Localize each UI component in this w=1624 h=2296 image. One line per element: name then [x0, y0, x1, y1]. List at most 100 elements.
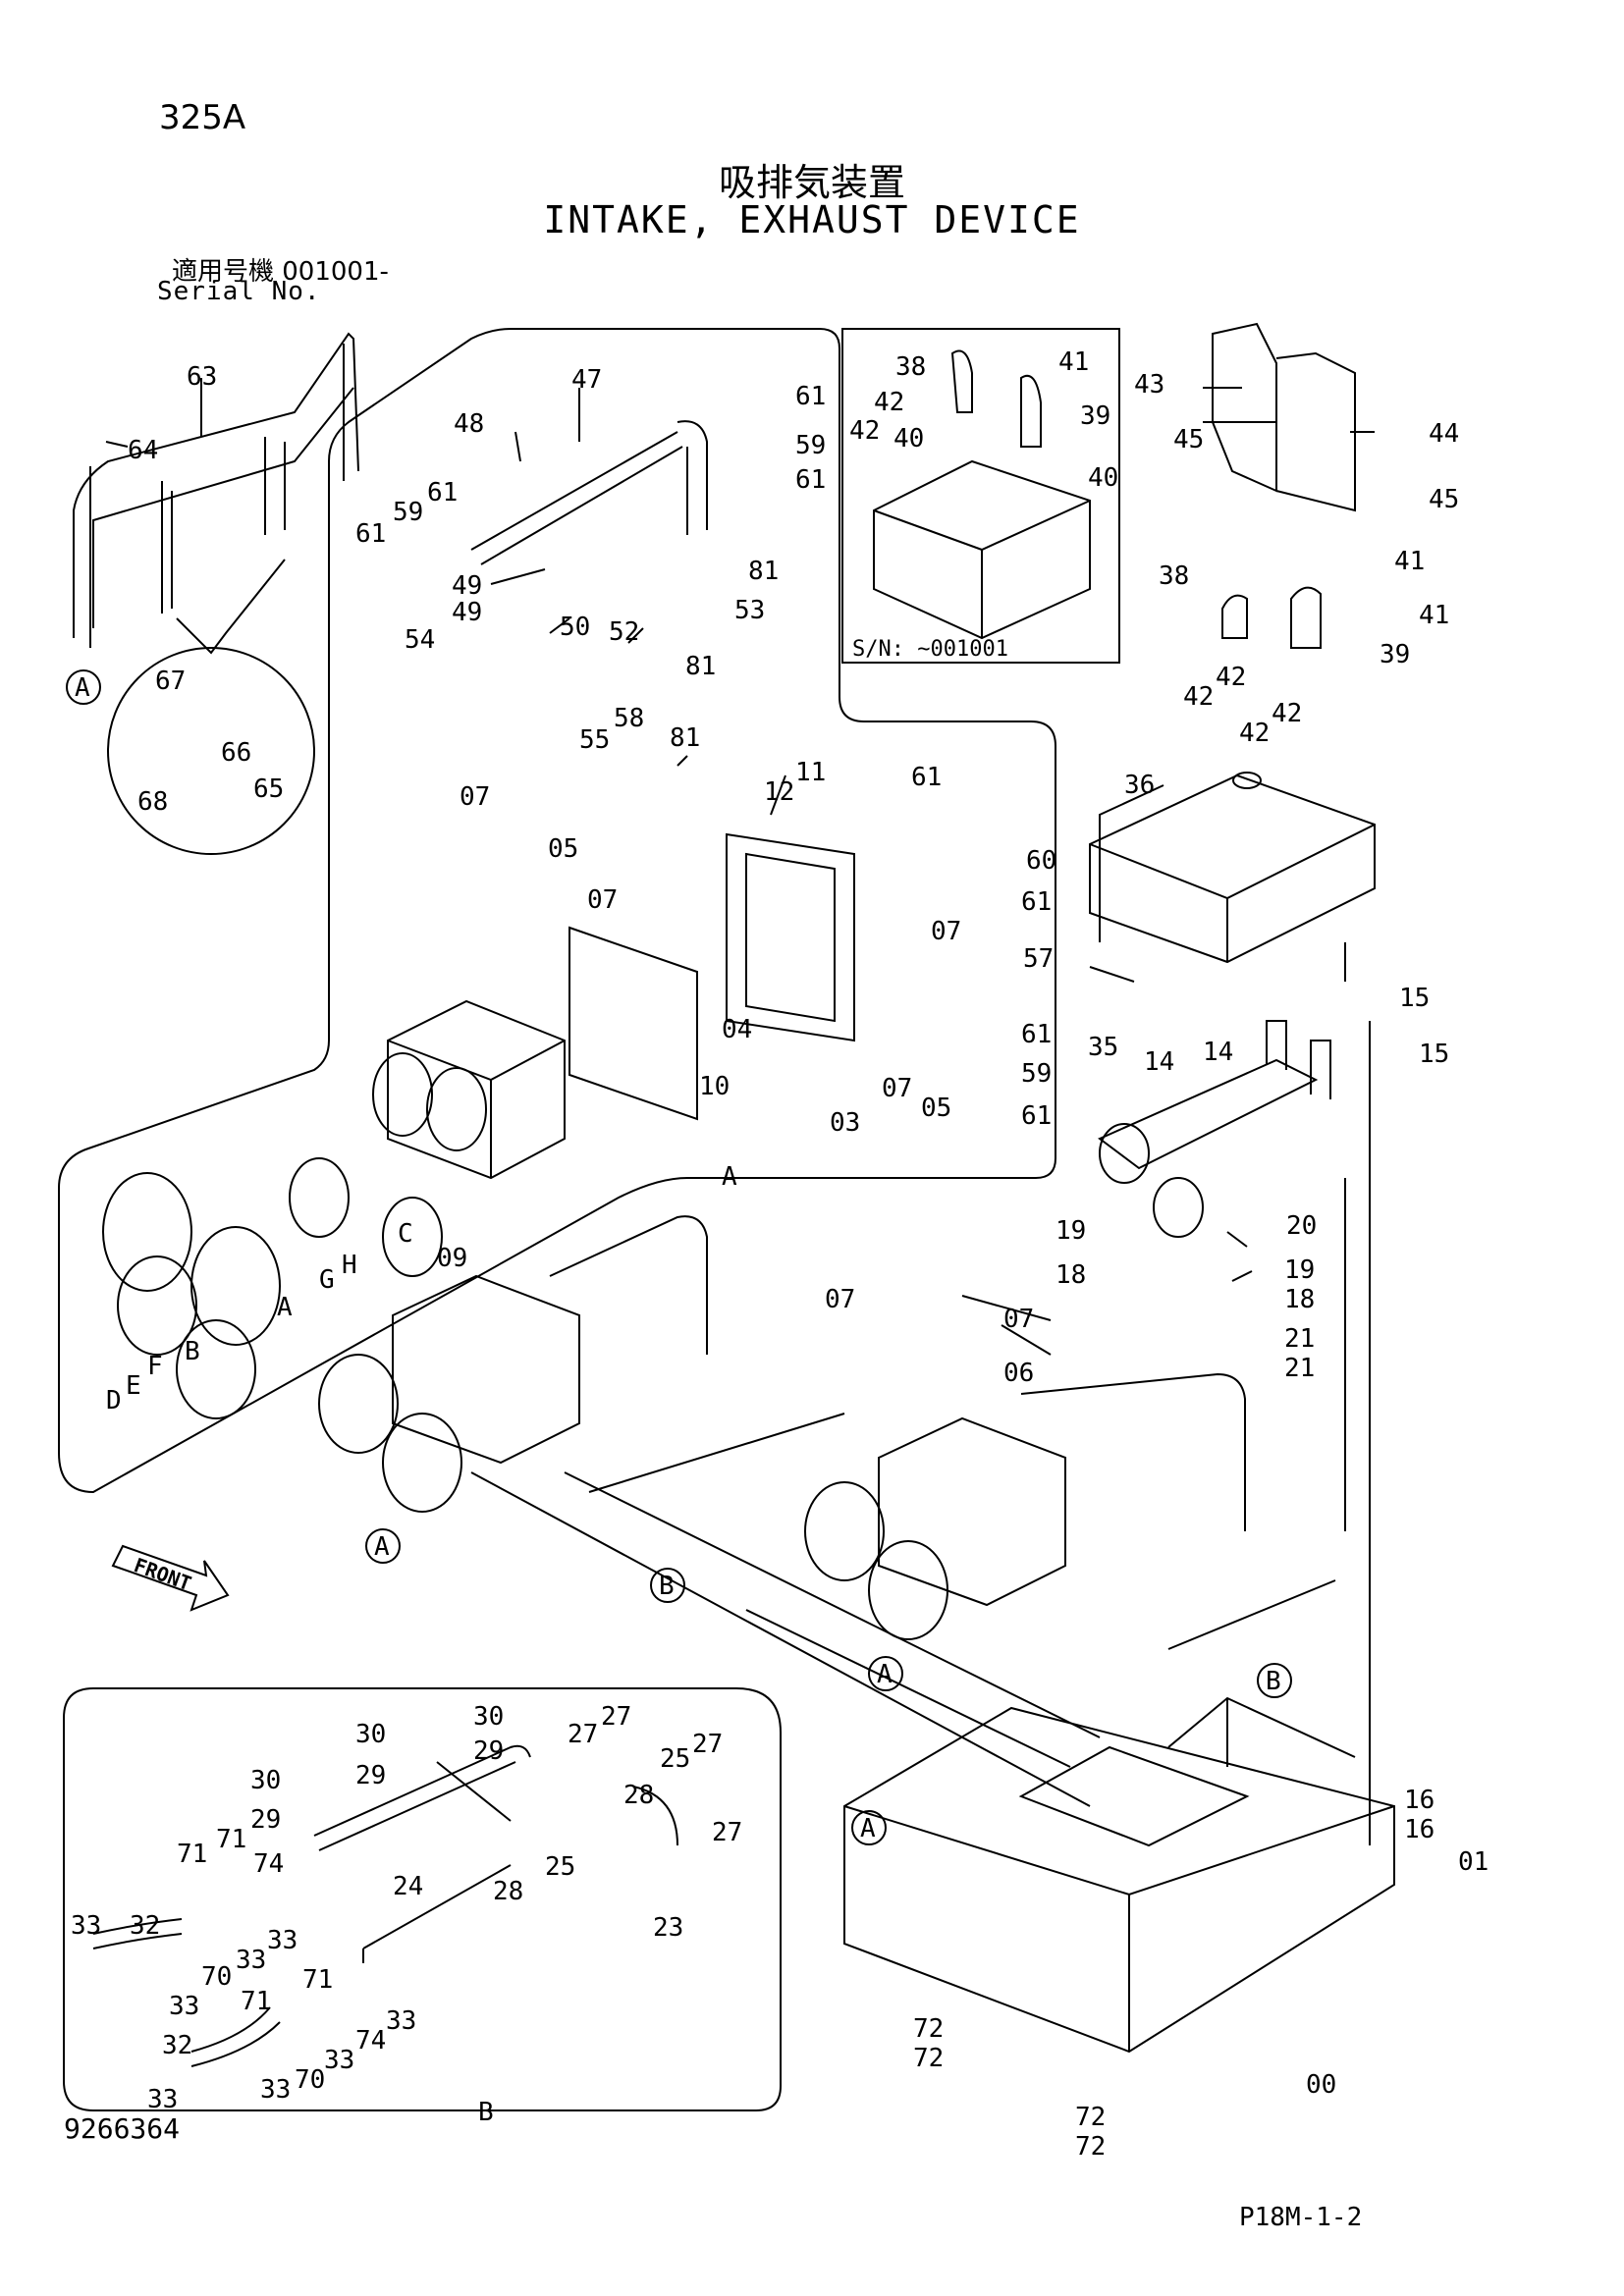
callout-19b: 19: [1284, 1255, 1315, 1285]
ref-a-marker-4: [851, 1810, 887, 1845]
serial-label: Serial No.: [157, 277, 321, 306]
callout-74: 74: [253, 1849, 284, 1879]
sn-muffler: [873, 459, 1091, 640]
callout-21: 21: [1284, 1324, 1315, 1354]
callout-70: 70: [201, 1962, 232, 1992]
callout-29: 29: [355, 1761, 386, 1790]
callout-43: 43: [1134, 370, 1164, 400]
callout-72: 72: [913, 2014, 944, 2044]
sn-inset-box: [841, 328, 1120, 664]
callout-61e: 61: [911, 763, 942, 792]
callout-16b: 16: [1404, 1815, 1435, 1844]
callout-G: G: [319, 1265, 335, 1295]
air-cleaner-lower-left: [392, 1274, 580, 1465]
callout-29c: 29: [250, 1805, 281, 1835]
callout-54: 54: [405, 625, 435, 655]
callout-71c: 71: [302, 1965, 333, 1995]
overhead-pipe: [549, 1215, 1246, 1531]
callout-33h: 33: [147, 2085, 178, 2114]
drawing-number: 9266364: [64, 2112, 181, 2145]
callout-38: 38: [895, 352, 926, 382]
callout-59b: 59: [393, 498, 423, 527]
ref-b-marker-1: [650, 1568, 685, 1603]
callout-52: 52: [609, 617, 639, 647]
callout-72b: 72: [913, 2044, 944, 2073]
callout-07c: 07: [931, 917, 961, 946]
callout-06: 06: [1003, 1359, 1034, 1388]
callout-61d: 61: [355, 519, 386, 549]
callout-28: 28: [623, 1781, 654, 1810]
callout-20: 20: [1286, 1211, 1317, 1241]
callout-07: 07: [460, 782, 490, 812]
callout-42c: 42: [1183, 682, 1214, 712]
callout-A: A: [722, 1162, 737, 1192]
callout-48: 48: [454, 409, 484, 439]
callout-24: 24: [393, 1872, 423, 1901]
callout-F: F: [147, 1352, 163, 1381]
callout-33e: 33: [386, 2006, 416, 2036]
callout-07b: 07: [587, 885, 618, 915]
callout-33c: 33: [236, 1946, 266, 1975]
callout-C: C: [398, 1219, 413, 1249]
callout-15b: 15: [1419, 1040, 1449, 1069]
svg-text:A: A: [75, 673, 90, 703]
callout-40b: 40: [1088, 463, 1118, 493]
callout-74b: 74: [355, 2026, 386, 2056]
main-assembly-outline: [58, 328, 1056, 1494]
callout-67: 67: [155, 667, 186, 696]
callout-10: 10: [699, 1072, 730, 1101]
callout-D: D: [106, 1386, 122, 1415]
bracket-frame: [726, 832, 855, 1042]
callout-07f: 07: [1003, 1305, 1034, 1334]
ref-b-marker-2: [1257, 1663, 1292, 1698]
air-cleaner-lower-right: [878, 1416, 1066, 1607]
callout-45b: 45: [1429, 485, 1459, 514]
callout-30: 30: [355, 1720, 386, 1749]
callout-41c: 41: [1419, 601, 1449, 630]
callout-25b: 25: [545, 1852, 575, 1882]
callout-59: 59: [795, 431, 826, 460]
callout-27d: 27: [712, 1818, 742, 1847]
callout-33b: 33: [267, 1926, 298, 1955]
hose-inset-outline: [63, 1687, 782, 2111]
callout-35: 35: [1088, 1033, 1118, 1062]
callout-18b: 18: [1284, 1285, 1315, 1314]
serial-label-japanese: 適用号機 001001-: [172, 257, 389, 287]
callout-33f: 33: [324, 2046, 354, 2075]
ref-a-marker-3: [868, 1656, 903, 1691]
callout-03: 03: [830, 1108, 860, 1138]
callout-36: 36: [1124, 771, 1155, 800]
callout-11: 11: [795, 758, 826, 787]
silencer-a: [1098, 1058, 1319, 1170]
callout-28b: 28: [493, 1877, 523, 1906]
callout-E: E: [126, 1371, 141, 1401]
base-frame: [843, 1706, 1395, 2054]
callout-14b: 14: [1203, 1038, 1233, 1067]
callout-14: 14: [1144, 1047, 1174, 1077]
callout-05b: 05: [921, 1094, 951, 1123]
callout-27: 27: [568, 1720, 598, 1749]
callout-61h: 61: [1021, 1101, 1052, 1131]
callout-61: 61: [795, 382, 826, 411]
callout-05: 05: [548, 834, 578, 864]
callout-42f: 42: [1272, 699, 1302, 728]
callout-42d: 42: [1216, 663, 1246, 692]
svg-text:B: B: [1266, 1667, 1281, 1696]
callout-33d: 33: [169, 1992, 199, 2021]
page-title: INTAKE, EXHAUST DEVICE: [543, 198, 1081, 241]
callout-41: 41: [1058, 347, 1089, 377]
callout-H: H: [342, 1251, 357, 1280]
callout-41b: 41: [1394, 547, 1425, 576]
callout-29b: 29: [473, 1736, 504, 1766]
callout-71b: 71: [216, 1825, 246, 1854]
callout-33: 33: [71, 1911, 101, 1941]
title-japanese: 吸排気装置: [718, 161, 905, 204]
callout-27b: 27: [601, 1702, 631, 1732]
callout-38b: 38: [1159, 561, 1189, 591]
callout-42e: 42: [1239, 719, 1270, 748]
callout-01: 01: [1458, 1847, 1489, 1877]
callout-81c: 81: [670, 723, 700, 753]
callout-33g: 33: [260, 2075, 291, 2105]
hose-pipe: [313, 1744, 531, 1851]
callout-27c: 27: [692, 1730, 723, 1759]
